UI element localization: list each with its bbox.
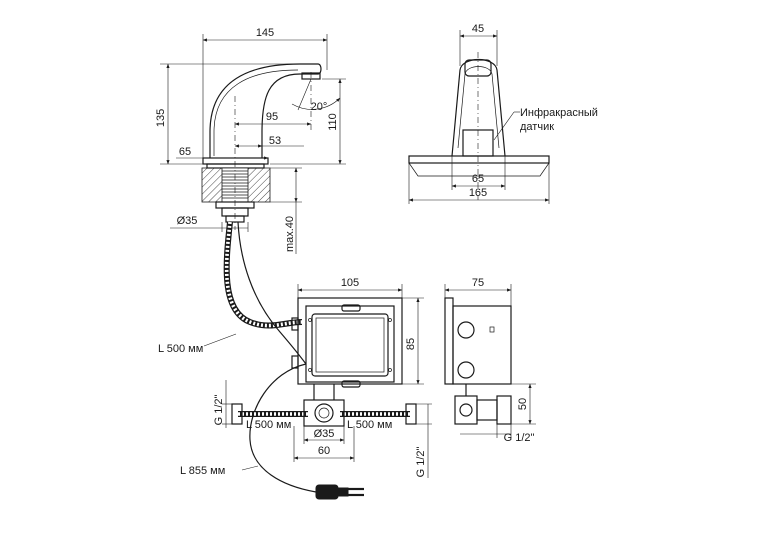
dim-valve-height: 50 xyxy=(517,398,529,410)
faucet-side-view: 145 135 20° 95 110 53 65 Ø35 xyxy=(155,27,346,254)
dim-box-depth: 75 xyxy=(472,277,484,289)
control-box-front: 105 85 Ø35 60 G 1/2" G 1/2" xyxy=(213,277,432,478)
dim-ring-dia: Ø35 xyxy=(314,428,335,440)
dim-outlet-height: 110 xyxy=(327,113,339,131)
dim-thread-side: G 1/2" xyxy=(504,432,535,444)
hoses: L 500 мм L 500 мм L 500 мм L 855 мм xyxy=(158,221,417,500)
faucet-front-view: 45 65 165 Инфракрасный датчик xyxy=(408,23,598,204)
dim-shank-dia: Ø35 xyxy=(177,215,198,227)
dim-front-width: 45 xyxy=(472,23,484,35)
label-hose-left: L 500 мм xyxy=(246,419,291,431)
dim-valve-spacing: 60 xyxy=(318,445,330,457)
dim-max-thickness: max.40 xyxy=(284,216,296,252)
plug-icon xyxy=(315,484,339,500)
label-sensor-line1: Инфракрасный xyxy=(520,107,598,119)
label-hose-top: L 500 мм xyxy=(158,343,203,355)
dim-spout-reach: 145 xyxy=(256,27,274,39)
dim-outlet-angle: 20° xyxy=(311,101,328,113)
dim-outlet-to-axis: 95 xyxy=(266,111,278,123)
dim-thread-bottom: G 1/2" xyxy=(415,447,427,478)
dim-inner-53: 53 xyxy=(269,135,281,147)
label-cable: L 855 мм xyxy=(180,465,225,477)
dim-box-width: 105 xyxy=(341,277,359,289)
dim-plate-165: 165 xyxy=(469,187,487,199)
control-box-side: 75 50 G 1/2" xyxy=(444,277,536,444)
label-sensor-line2: датчик xyxy=(520,121,554,133)
dim-spout-height: 135 xyxy=(155,109,167,127)
dim-plate-65: 65 xyxy=(472,173,484,185)
dim-thread-left: G 1/2" xyxy=(213,395,225,426)
label-hose-right: L 500 мм xyxy=(347,419,392,431)
dim-base-65: 65 xyxy=(179,146,191,158)
dim-box-height: 85 xyxy=(405,338,417,350)
